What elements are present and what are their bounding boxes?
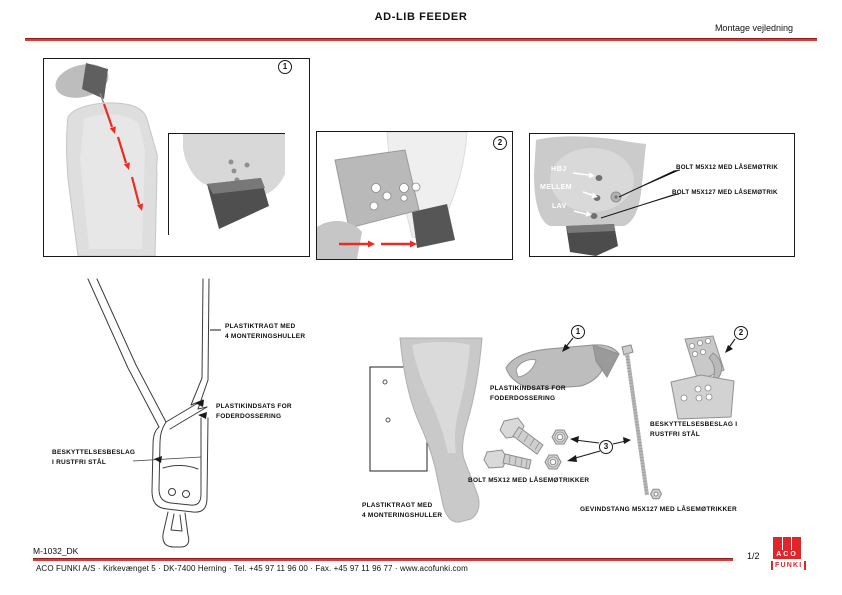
step-1-badge: 1 (278, 60, 292, 74)
page-subtitle: Montage vejledning (714, 23, 793, 33)
label-insert-side: PLASTIKINDSATS FOR FODERDOSSERING (216, 403, 292, 420)
side-view-line-drawing (87, 278, 221, 548)
logo-divider (782, 537, 783, 550)
adjustment-photo-illustration (534, 136, 681, 256)
position-label-lav: LAV (552, 203, 567, 210)
position-label-mellem: MELLEM (540, 184, 572, 191)
header-rule (25, 38, 817, 41)
panel-step-2 (316, 131, 513, 260)
part-badge-1: 1 (571, 325, 585, 339)
doc-number: M-1032_DK (33, 546, 79, 556)
label-insert-exploded: PLASTIKINDSATS FOR FODERDOSSERING (490, 385, 566, 402)
label-bolts-exploded: BOLT M5X12 MED LÅSEMØTRIKKER (468, 477, 590, 484)
panel-step-1 (43, 58, 310, 257)
part-badge-2: 2 (734, 326, 748, 340)
footer-rule (33, 558, 733, 561)
funki-logo-text: FUNKI (771, 561, 807, 570)
step-1-closeup-inset (168, 133, 285, 235)
closeup-illustration (183, 134, 285, 229)
step-2-photo-illustration (317, 132, 468, 259)
aco-logo: ACO (773, 537, 801, 559)
label-funnel-exploded: PLASTIKTRAGT MED 4 MONTERINGSHULLER (362, 502, 443, 519)
page-indicator: 1/2 (747, 551, 760, 561)
aco-logo-text: ACO (776, 551, 798, 558)
part-badge-3: 3 (599, 440, 613, 454)
bolt-callout-1: BOLT M5X12 MED LÅSEMØTRIK (676, 164, 779, 171)
label-guard-exploded: BESKYTTELSESBESLAG I RUSTFRI STÅL (650, 421, 738, 438)
label-guard-side: BESKYTTELSESBESLAG I RUSTFRI STÅL (52, 449, 136, 466)
page-title: AD-LIB FEEDER (374, 11, 468, 23)
step-2-badge: 2 (493, 136, 507, 150)
position-label-hoj: HØJ (551, 166, 567, 173)
step-1-photo-illustration (55, 63, 158, 256)
label-rod-exploded: GEVINDSTANG M5X127 MED LÅSEMØTRIKKER (580, 506, 737, 513)
label-funnel-side: PLASTIKTRAGT MED 4 MONTERINGSHULLER (225, 323, 306, 340)
company-address: ACO FUNKI A/S · Kirkevænget 5 · DK-7400 … (36, 564, 468, 573)
bolt-callout-2: BOLT M5X127 MED LÅSEMØTRIK (672, 189, 778, 196)
panel-adjustment (529, 133, 795, 257)
exploded-parts-illustration (369, 335, 736, 523)
logo-divider (791, 537, 792, 550)
